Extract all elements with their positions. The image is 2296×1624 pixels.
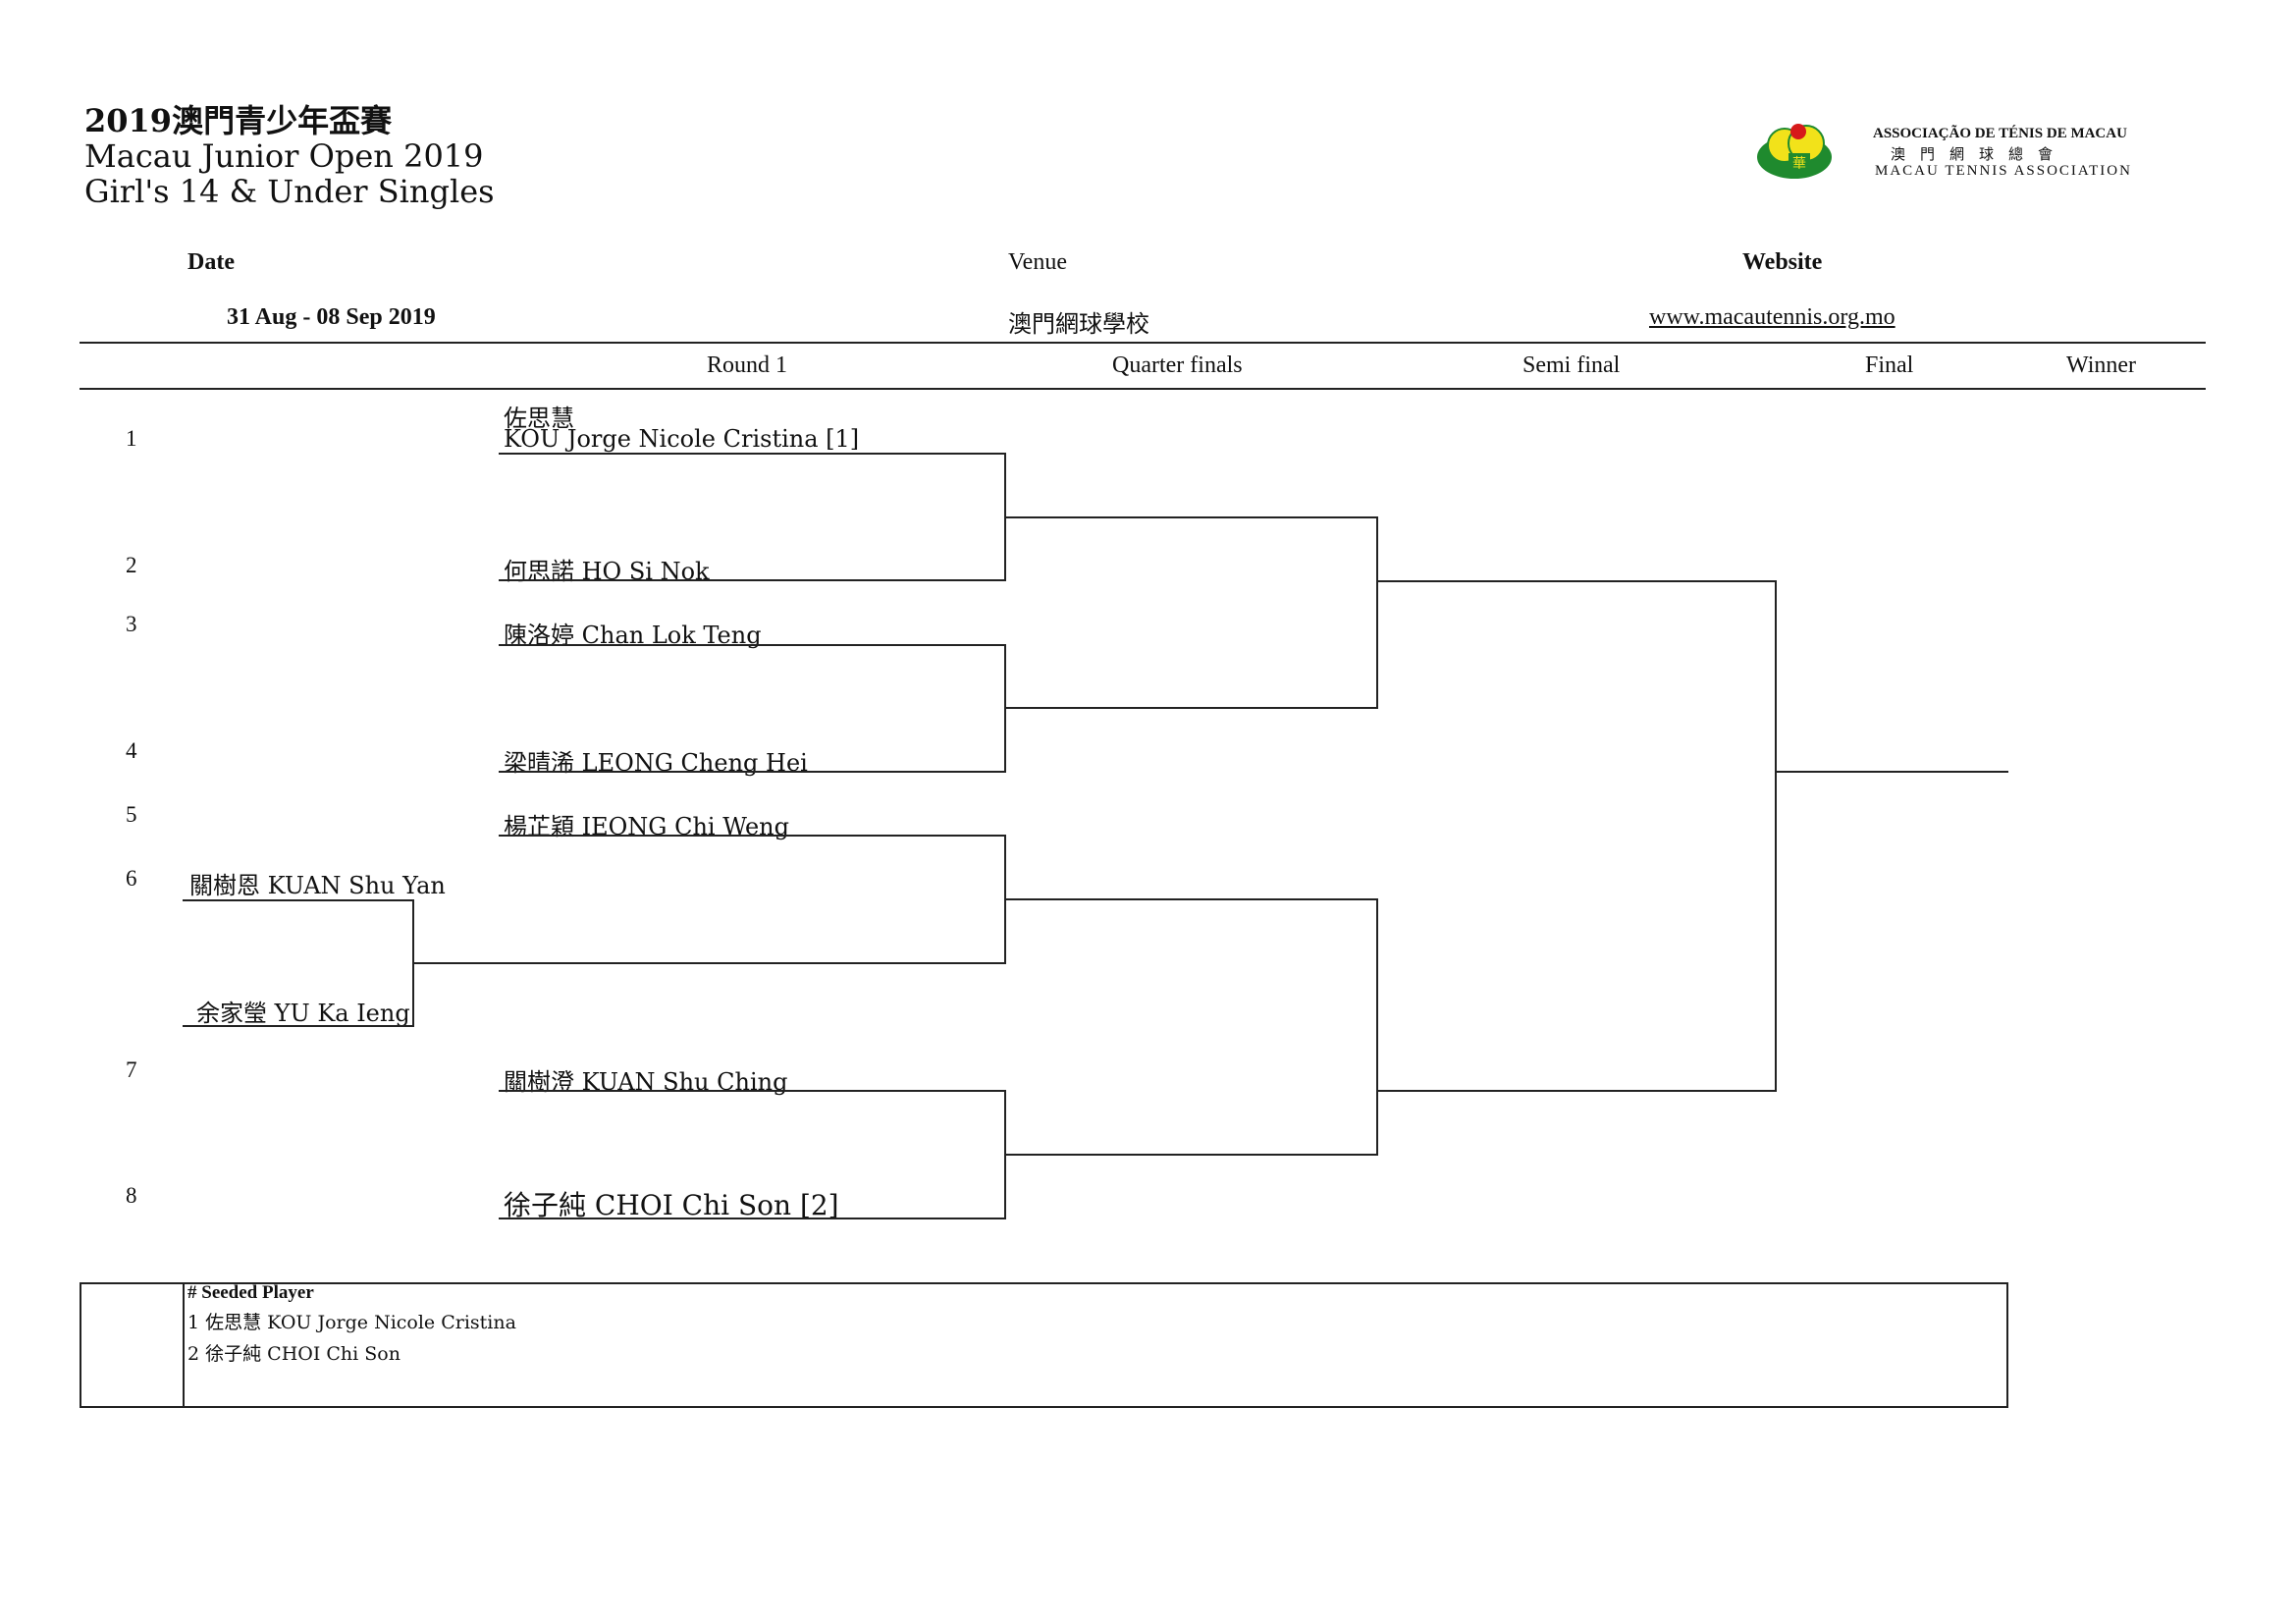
bracket-line bbox=[499, 1218, 1005, 1219]
website-link[interactable]: www.macautennis.org.mo bbox=[1649, 304, 1896, 330]
venue-label: Venue bbox=[1008, 249, 1067, 275]
bracket-line bbox=[1004, 707, 1377, 709]
bracket-line bbox=[499, 835, 1005, 837]
bracket-line bbox=[1004, 898, 1377, 900]
seeded-player-2: 2 徐子純 CHOI Chi Son bbox=[187, 1343, 400, 1365]
round-header-final: Final bbox=[1865, 352, 1914, 378]
date-label: Date bbox=[187, 249, 235, 275]
draw-position: 2 bbox=[126, 553, 137, 577]
bracket-line bbox=[1376, 516, 1378, 709]
bracket-line bbox=[1004, 1154, 1377, 1156]
player-6b: 余家瑩 YU Ka Ieng bbox=[196, 1000, 410, 1027]
player-1: KOU Jorge Nicole Cristina [1] bbox=[504, 425, 860, 453]
round-header-winner: Winner bbox=[2066, 352, 2137, 378]
bracket-line bbox=[1004, 516, 1377, 518]
player-1-chinese-name: 佐思慧 bbox=[504, 405, 574, 432]
association-logo: 華 bbox=[1755, 120, 1843, 183]
bracket-line bbox=[499, 453, 1005, 455]
header-divider-bottom bbox=[80, 388, 2206, 390]
draw-position: 7 bbox=[126, 1057, 137, 1082]
draw-position: 4 bbox=[126, 738, 137, 763]
round-header-semi: Semi final bbox=[1522, 352, 1621, 378]
round-header-round1: Round 1 bbox=[707, 352, 788, 378]
logo-text-chinese: 澳 門 網 球 總 會 bbox=[1891, 145, 2054, 163]
bracket-line bbox=[1775, 580, 1777, 1092]
draw-position: 3 bbox=[126, 612, 137, 636]
player-8: 徐子純 CHOI Chi Son [2] bbox=[504, 1189, 839, 1221]
seeded-players-divider bbox=[183, 1282, 185, 1408]
venue-value: 澳門網球學校 bbox=[1008, 310, 1149, 338]
title-chinese: 2019澳門青少年盃賽 bbox=[84, 102, 393, 139]
bracket-line bbox=[499, 1090, 1005, 1092]
website-label: Website bbox=[1742, 249, 1823, 275]
bracket-line bbox=[499, 579, 1005, 581]
seeded-players-heading: # Seeded Player bbox=[187, 1282, 314, 1303]
bracket-line bbox=[1376, 898, 1378, 1156]
title-english: Macau Junior Open 2019 bbox=[84, 137, 484, 175]
bracket-line bbox=[1376, 1090, 1776, 1092]
logo-emblem-char: 華 bbox=[1792, 156, 1806, 172]
bracket-line bbox=[499, 771, 1005, 773]
round-header-quarter: Quarter finals bbox=[1112, 352, 1243, 378]
header-divider-top bbox=[80, 342, 2206, 344]
bracket-line bbox=[1775, 771, 2008, 773]
draw-position: 8 bbox=[126, 1183, 137, 1208]
player-6a: 關樹恩 KUAN Shu Yan bbox=[189, 872, 446, 899]
date-value: 31 Aug - 08 Sep 2019 bbox=[227, 304, 436, 330]
logo-text-english: MACAU TENNIS ASSOCIATION bbox=[1875, 163, 2132, 179]
draw-position: 1 bbox=[126, 426, 137, 451]
bracket-line bbox=[183, 1025, 413, 1027]
logo-text-portuguese: ASSOCIAÇÃO DE TÉNIS DE MACAU bbox=[1873, 126, 2127, 141]
bracket-line bbox=[183, 899, 413, 901]
tennis-ball-emblem-icon bbox=[1757, 124, 1832, 179]
seeded-player-1: 1 佐思慧 KOU Jorge Nicole Cristina bbox=[187, 1312, 516, 1333]
bracket-line bbox=[1376, 580, 1776, 582]
bracket-line bbox=[499, 644, 1005, 646]
draw-position: 5 bbox=[126, 802, 137, 827]
draw-position: 6 bbox=[126, 866, 137, 891]
bracket-line bbox=[412, 962, 1005, 964]
title-event: Girl's 14 & Under Singles bbox=[84, 173, 495, 210]
seeded-players-box bbox=[80, 1282, 2008, 1408]
